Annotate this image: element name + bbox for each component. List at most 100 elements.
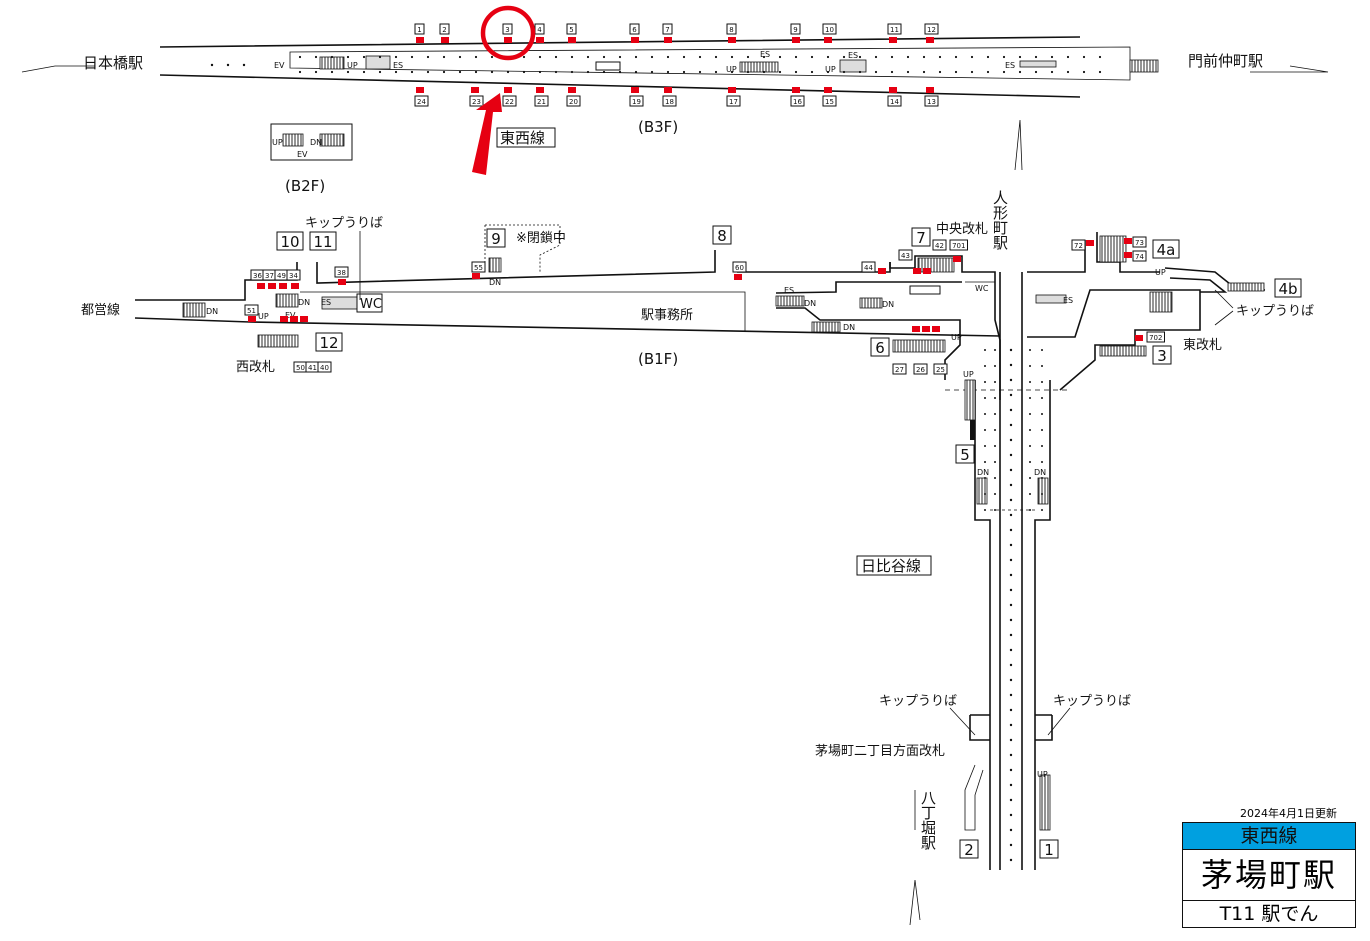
- svg-text:DN: DN: [206, 307, 218, 316]
- door-marker: [471, 87, 479, 93]
- exit-4b[interactable]: 4b: [1274, 278, 1302, 298]
- exit-sub-number-73-label: 73: [1135, 239, 1144, 247]
- exit-4a[interactable]: 4a: [1152, 239, 1180, 259]
- exit-11[interactable]: 11: [309, 231, 337, 251]
- hibiya-line-label: 日比谷線: [861, 557, 921, 575]
- b1f-concourse: WC DN DN UP EV ES DN ES DN DN DN WC UP U…: [134, 119, 1266, 926]
- exit-marker: [280, 316, 288, 322]
- station-code: T11 駅でん: [1219, 903, 1319, 925]
- station-name: 茅場町駅: [1183, 850, 1355, 901]
- ticket-booth-label: キップうりば: [305, 216, 383, 231]
- svg-text:ES: ES: [321, 298, 331, 307]
- platform-door-9-label: 9: [793, 26, 797, 34]
- east-gate-label: 東改札: [1183, 337, 1222, 353]
- svg-text:UP: UP: [1155, 268, 1166, 277]
- exit-sub-number-55: 55: [471, 261, 486, 273]
- platform-door-13-label: 13: [927, 98, 936, 106]
- door-marker: [792, 37, 800, 43]
- svg-text:DN: DN: [804, 299, 816, 308]
- door-marker: [889, 87, 897, 93]
- exit-marker: [248, 316, 256, 322]
- platform-door-17: 17: [726, 95, 741, 107]
- station-ningyocho: 人形町駅: [991, 190, 1009, 250]
- door-marker: [926, 37, 934, 43]
- exit-sub-number-73: 73: [1132, 236, 1147, 248]
- stairs-up: [319, 56, 345, 70]
- platform-door-20: 20: [566, 95, 581, 107]
- exit-2[interactable]: 2: [959, 839, 979, 859]
- exit-sub-number-50: 50: [293, 361, 308, 373]
- exit-7[interactable]: 7: [911, 227, 931, 247]
- exit-3[interactable]: 3: [1152, 345, 1172, 365]
- exit-7-label: 7: [916, 229, 926, 247]
- exit-marker: [1135, 335, 1143, 341]
- platform-door-19: 19: [629, 95, 644, 107]
- exit-sub-number-34: 34: [286, 269, 301, 281]
- exit-sub-number-43-label: 43: [901, 252, 910, 260]
- exit-sub-number-72: 72: [1071, 239, 1086, 251]
- exit-sub-number-27: 27: [892, 363, 907, 375]
- platform-door-8-label: 8: [729, 26, 733, 34]
- exit-sub-number-49: 49: [274, 269, 289, 281]
- station-nihombashi: 日本橋駅: [83, 54, 143, 72]
- door-marker: [536, 37, 544, 43]
- station-office-label: 駅事務所: [641, 308, 693, 323]
- platform-door-21-label: 21: [537, 98, 546, 106]
- exit-sub-number-702-label: 702: [1149, 334, 1162, 342]
- platform-door-15-label: 15: [825, 98, 834, 106]
- svg-text:UP: UP: [963, 370, 974, 379]
- station-monzen-nakacho: 門前仲町駅: [1188, 52, 1263, 70]
- exit-10[interactable]: 10: [276, 231, 304, 251]
- tozai-line-label-box: [496, 127, 556, 148]
- exit-marker: [1086, 240, 1094, 246]
- exit-sub-number-40: 40: [317, 361, 332, 373]
- platform-door-14-label: 14: [890, 98, 899, 106]
- floor-label-b2f: (B2F): [285, 177, 325, 195]
- line-name: 東西線: [1183, 823, 1355, 850]
- platform-door-6-label: 6: [632, 26, 637, 34]
- exit-sub-number-25: 25: [933, 363, 948, 375]
- ticket-booth-label: キップうりば: [1053, 694, 1131, 709]
- exit-5[interactable]: 5: [955, 444, 975, 464]
- svg-text:UP: UP: [272, 138, 283, 147]
- exit-12[interactable]: 12: [315, 332, 343, 352]
- central-gate-label: 中央改札: [936, 222, 988, 237]
- door-marker: [926, 87, 934, 93]
- exit-sub-number-27-label: 27: [895, 366, 904, 374]
- platform-door-19-label: 19: [632, 98, 641, 106]
- exit-8[interactable]: 8: [712, 225, 732, 245]
- exit-sub-number-44-label: 44: [864, 264, 873, 272]
- exit-9[interactable]: 9: [486, 228, 506, 248]
- platform-door-22: 22: [502, 95, 517, 107]
- door-marker: [416, 87, 424, 93]
- platform-door-4: 4: [534, 23, 545, 35]
- exit-sub-number-50-label: 50: [296, 364, 305, 372]
- door-marker: [631, 87, 639, 93]
- station-hatchobori: 八丁堀駅: [919, 790, 937, 850]
- platform-door-23-label: 23: [472, 98, 481, 106]
- exit-sub-number-74: 74: [1132, 250, 1147, 262]
- floor-label-b1f: (B1F): [638, 350, 678, 368]
- exit-sub-number-40-label: 40: [320, 364, 329, 372]
- exit-1[interactable]: 1: [1039, 839, 1059, 859]
- svg-text:UP: UP: [825, 65, 836, 74]
- exit-3-label: 3: [1157, 347, 1167, 365]
- platform-door-15: 15: [822, 95, 837, 107]
- b2f-box: UP DN EV: [270, 123, 353, 161]
- west-gate-label: 西改札: [236, 360, 275, 375]
- exit-sub-number-49-label: 49: [277, 272, 286, 280]
- ev-label: EV: [274, 61, 285, 70]
- svg-text:WC: WC: [360, 297, 382, 312]
- door-marker: [536, 87, 544, 93]
- platform-door-12: 12: [924, 23, 939, 35]
- platform-door-18-label: 18: [665, 98, 674, 106]
- platform-door-5: 5: [566, 23, 577, 35]
- exit-marker: [1124, 252, 1132, 258]
- ticket-booth-label: キップうりば: [1236, 304, 1314, 319]
- svg-text:UP: UP: [1037, 770, 1048, 779]
- exit-sub-number-36: 36: [250, 269, 265, 281]
- exit-6[interactable]: 6: [870, 337, 890, 357]
- platform-door-5-label: 5: [569, 26, 573, 34]
- platform-door-13: 13: [924, 95, 939, 107]
- exit-sub-number-55-label: 55: [474, 264, 483, 272]
